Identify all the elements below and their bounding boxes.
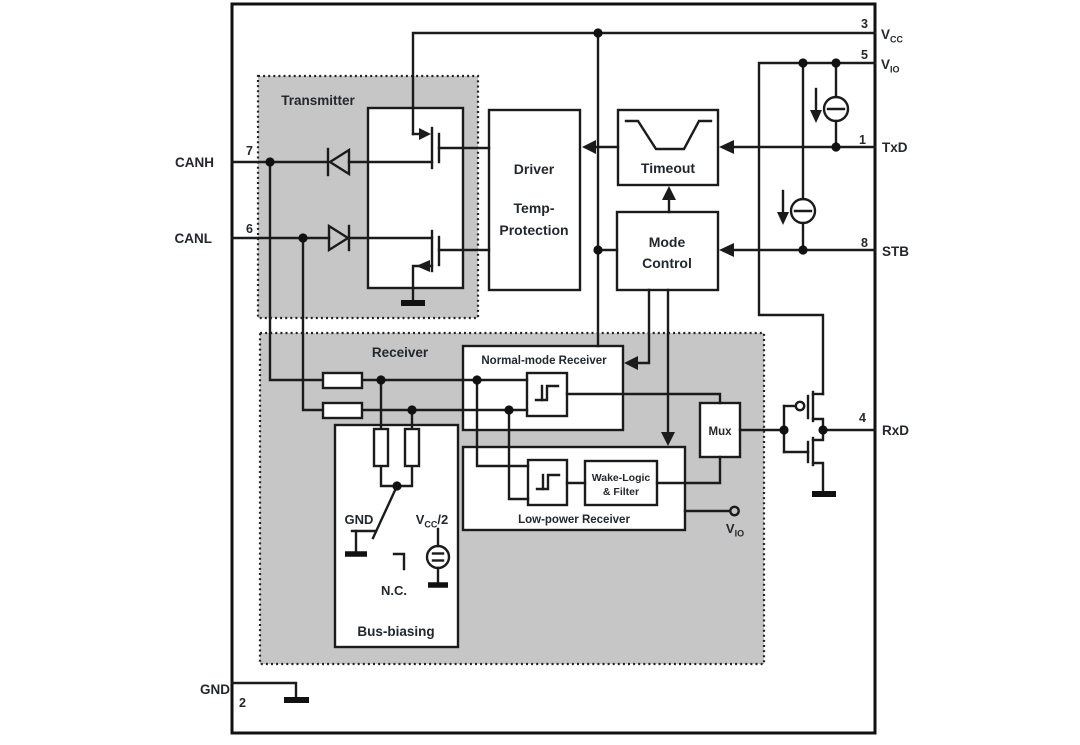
wake-logic-output-wire (655, 455, 722, 485)
nc-contact (392, 552, 406, 571)
lowpower-hysteresis-icon (535, 473, 561, 491)
bias-resistor-left (372, 427, 390, 468)
stb-pullup-current-source (777, 189, 817, 225)
gnd-pin-wire (230, 681, 298, 699)
transmitter-label: Transmitter (281, 93, 355, 108)
modecontrol-to-normalreceiver-arrow (624, 356, 638, 370)
pin-number-rxd: 4 (859, 411, 866, 425)
timeout-label: Timeout (641, 160, 696, 176)
canh-input-resistor (321, 371, 364, 390)
pin-label-gnd: GND (200, 682, 230, 697)
bias-resistor-right (403, 427, 421, 468)
canl-input-resistor (321, 401, 364, 420)
arrowheads (582, 140, 734, 446)
mux-label: Mux (709, 426, 733, 438)
output-stage-box (366, 106, 465, 290)
pin-number-canl: 6 (246, 222, 253, 236)
canl-diode (327, 223, 351, 253)
bus-biasing-label: Bus-biasing (357, 624, 434, 639)
wake-logic-label-2: & Filter (603, 486, 639, 498)
driver-label: Driver (514, 161, 555, 177)
timeout-to-driver-arrow (582, 140, 596, 154)
bias-gnd-label: GND (345, 512, 374, 527)
junction-dots (265, 28, 841, 491)
bus-biasing-block (333, 423, 460, 649)
normal-mode-receiver-label: Normal-mode Receiver (481, 355, 607, 367)
low-power-receiver-label: Low-power Receiver (518, 514, 630, 526)
mode-control-block (615, 210, 720, 292)
bias-vcc-half-label: VCC/2 (416, 512, 449, 530)
driver-block (487, 108, 582, 292)
driver-temp-label-1: Temp- (514, 200, 555, 216)
pmos-gate-bubble (794, 400, 806, 412)
pin-label-stb: STB (882, 244, 909, 259)
pin-label-canl: CANL (175, 231, 213, 246)
timeout-waveform-icon (624, 119, 713, 151)
wake-logic-label-1: Wake-Logic (592, 472, 651, 484)
bias-switch-wiper (371, 484, 399, 540)
canh-diode (326, 147, 351, 177)
normal-receiver-output-wire (565, 392, 722, 405)
vio-tap-terminal (729, 505, 740, 517)
pin-number-vcc: 3 (861, 17, 868, 31)
pin-label-vcc: VCC (881, 27, 904, 45)
txd-pullup-current-source (810, 87, 850, 123)
pin-label-rxd: RxD (882, 423, 909, 438)
modecontrol-to-lowpower-arrow (661, 432, 675, 446)
pin-label-txd: TxD (882, 140, 908, 155)
vio-tap-label: VIO (726, 521, 744, 539)
lowside-mosfet (401, 229, 491, 306)
vio-rail-wires (757, 61, 877, 396)
txd-to-timeout-arrow (719, 140, 734, 154)
highside-mosfet (411, 126, 491, 170)
pin-number-vio: 5 (861, 48, 868, 62)
pin-number-gnd: 2 (239, 696, 246, 710)
bias-gnd-contact (345, 529, 378, 557)
receiver-wires (268, 160, 786, 540)
receiver-label: Receiver (372, 345, 429, 360)
control-wires (593, 145, 671, 435)
pin-label-canh: CANH (175, 155, 214, 170)
timeout-block (616, 108, 720, 187)
nc-label: N.C. (381, 583, 407, 598)
stb-to-modecontrol-arrow (719, 243, 734, 257)
pin-label-vio: VIO (881, 57, 900, 75)
mode-control-label-2: Control (642, 255, 692, 271)
pin-number-stb: 8 (861, 236, 868, 250)
pin-number-txd: 1 (859, 133, 866, 147)
pin-number-canh: 7 (246, 144, 253, 158)
driver-temp-label-2: Protection (499, 222, 568, 238)
modecontrol-to-timeout-arrow (662, 186, 676, 200)
normal-hysteresis-icon (534, 384, 560, 402)
bias-vcc2-source (425, 527, 451, 588)
mode-control-label-1: Mode (649, 234, 686, 250)
